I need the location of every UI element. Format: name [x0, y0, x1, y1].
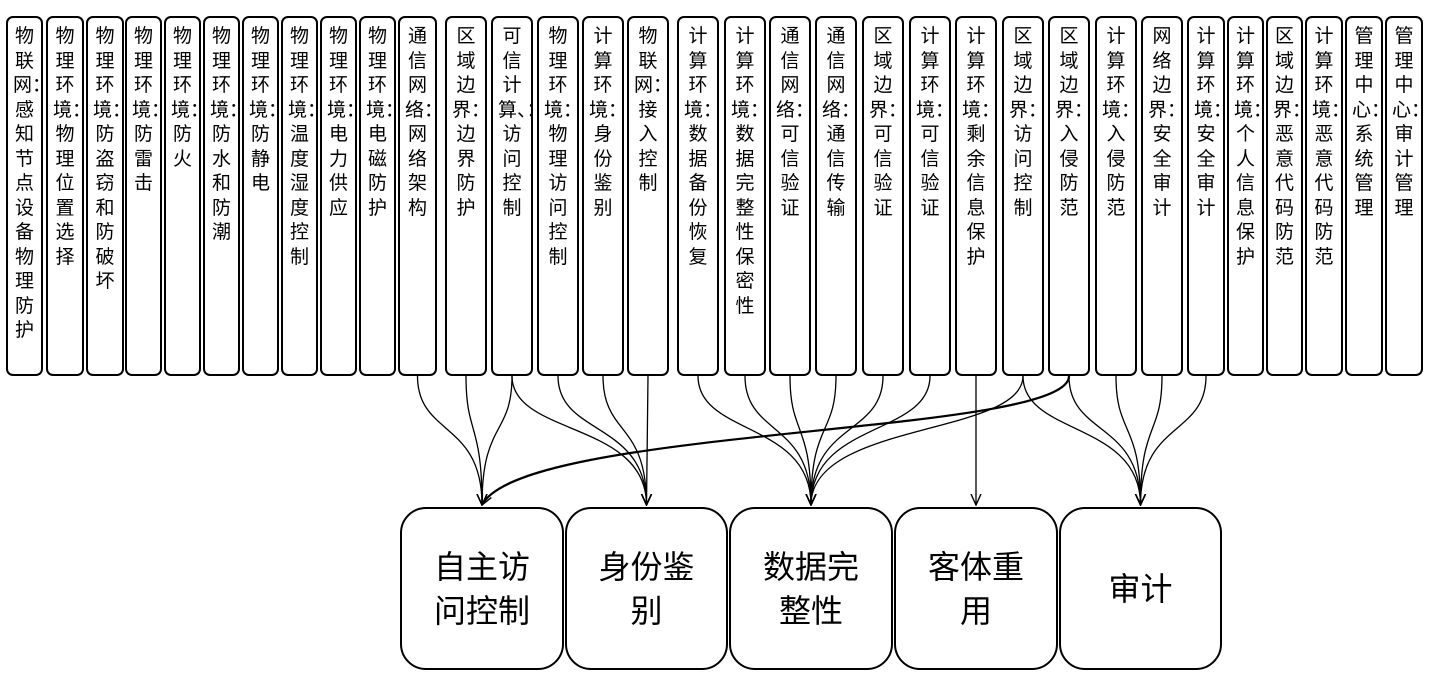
edge-arrow — [811, 375, 1024, 505]
requirement-box: 计算环境：数据完整性保密性 — [724, 16, 770, 376]
edge-arrow — [697, 375, 811, 505]
requirement-box: 计算环境：身份鉴别 — [582, 16, 628, 376]
requirement-label: 计算环境：入侵防范 — [1102, 25, 1141, 219]
requirement-box: 计算环境：可信验证 — [909, 16, 955, 376]
requirement-label: 计算环境：安全审计 — [1194, 25, 1233, 219]
edge-arrow — [1115, 375, 1141, 505]
requirement-label: 计算环境：身份鉴别 — [589, 25, 628, 219]
requirement-box: 计算环境：入侵防范 — [1095, 16, 1141, 376]
requirement-box: 物理环境：防静电 — [242, 16, 288, 376]
edge-arrow — [811, 375, 837, 505]
requirement-label: 物理环境：物理位置选择 — [53, 25, 92, 268]
requirement-label: 物理环境：防火 — [171, 25, 210, 170]
requirement-box: 区域边界：边界防护 — [445, 16, 491, 376]
edge-arrow — [744, 375, 811, 505]
requirement-label: 物理环境：温度湿度控制 — [288, 25, 327, 268]
requirement-label: 区域边界：入侵防范 — [1055, 25, 1094, 219]
target-box: 客体重用 — [894, 507, 1058, 670]
edge-arrow — [557, 375, 647, 505]
edge-arrow — [602, 375, 647, 505]
requirement-label: 计算环境：剩余信息保护 — [962, 25, 1001, 268]
requirement-label: 物理环境：防盗窃和防破坏 — [93, 25, 132, 292]
edge-arrow — [511, 375, 647, 505]
requirement-label: 区域边界：恶意代码防范 — [1273, 25, 1312, 268]
requirement-box: 通信网络：可信验证 — [769, 16, 815, 376]
requirement-label: 计算环境：数据备份恢复 — [684, 25, 723, 268]
requirement-box: 计算环境：安全审计 — [1187, 16, 1233, 376]
edge-arrow — [465, 375, 482, 505]
edge-arrow — [811, 375, 931, 505]
requirement-label: 通信网络：网络架构 — [405, 25, 444, 219]
requirement-label: 区域边界：访问控制 — [1009, 25, 1048, 219]
edge-arrow — [416, 375, 483, 505]
requirement-box: 物理环境：物理访问控制 — [537, 16, 583, 376]
target-box: 身份鉴别 — [565, 507, 728, 670]
requirement-label: 区域边界：可信验证 — [869, 25, 908, 219]
requirement-label: 物理环境：物理访问控制 — [544, 25, 583, 268]
requirement-box: 物理环境：防火 — [164, 16, 210, 376]
requirement-box: 物联网：感知节点设备物理防护 — [6, 16, 52, 376]
requirement-label: 物联网：感知节点设备物理防护 — [13, 25, 52, 341]
requirement-label: 计算环境：恶意代码防范 — [1312, 25, 1351, 268]
edge-arrow — [1141, 375, 1207, 505]
edge-arrow — [1068, 375, 1141, 505]
requirement-label: 物理环境：电磁防护 — [366, 25, 405, 219]
requirement-box: 物理环境：温度湿度控制 — [281, 16, 327, 376]
edge-arrow — [482, 375, 513, 505]
requirement-label: 物理环境：防静电 — [249, 25, 288, 194]
requirement-label: 物理环境：电力供应 — [327, 25, 366, 219]
requirement-box: 区域边界：可信验证 — [862, 16, 908, 376]
requirement-box: 可信计算、：访问控制 — [491, 16, 546, 376]
target-box: 数据完整性 — [729, 507, 893, 670]
edge-arrow — [647, 375, 649, 505]
target-label: 身份鉴别 — [598, 547, 695, 630]
requirement-label: 物联网：接入控制 — [634, 25, 673, 194]
requirement-label: 计算环境：可信验证 — [916, 25, 955, 219]
requirement-box: 通信网络：通信传输 — [815, 16, 861, 376]
requirement-label: 通信网络：可信验证 — [776, 25, 815, 219]
requirement-box: 物理环境：防盗窃和防破坏 — [86, 16, 132, 376]
requirement-box: 管理中心：审计管理 — [1385, 16, 1431, 376]
target-label: 自主访问控制 — [433, 547, 530, 630]
edge-arrow — [1141, 375, 1163, 505]
requirement-box: 管理中心：系统管理 — [1345, 16, 1391, 376]
requirement-label: 区域边界：边界防护 — [452, 25, 491, 219]
target-label: 数据完整性 — [762, 547, 859, 630]
target-label: 客体重用 — [927, 547, 1024, 630]
requirement-box: 物理环境：防水和防潮 — [203, 16, 249, 376]
requirement-box: 计算环境：个人信息保护 — [1227, 16, 1273, 376]
requirement-label: 管理中心：系统管理 — [1352, 25, 1391, 219]
requirement-label: 通信网络：通信传输 — [822, 25, 861, 219]
target-label: 审计 — [1108, 569, 1173, 608]
requirement-box: 区域边界：入侵防范 — [1048, 16, 1094, 376]
edge-arrow — [789, 375, 811, 505]
target-box: 自主访问控制 — [400, 507, 564, 670]
edge-arrow — [1022, 375, 1141, 505]
requirement-box: 物联网：接入控制 — [627, 16, 673, 376]
requirement-label: 管理中心：审计管理 — [1392, 25, 1431, 219]
requirement-box: 计算环境：数据备份恢复 — [677, 16, 723, 376]
requirement-box: 物理环境：电力供应 — [320, 16, 366, 376]
requirement-box: 计算环境：恶意代码防范 — [1305, 16, 1351, 376]
requirement-box: 区域边界：恶意代码防范 — [1266, 16, 1312, 376]
requirement-label: 网络边界：安全审计 — [1148, 25, 1187, 219]
requirement-box: 物理环境：电磁防护 — [359, 16, 405, 376]
edge-arrow — [481, 375, 1071, 505]
requirement-label: 物理环境：防水和防潮 — [210, 25, 249, 243]
requirement-box: 网络边界：安全审计 — [1141, 16, 1187, 376]
requirement-label: 计算环境：个人信息保护 — [1234, 25, 1273, 268]
requirement-box: 物理环境：物理位置选择 — [46, 16, 92, 376]
requirement-label: 可信计算、：访问控制 — [498, 25, 546, 219]
requirement-box: 通信网络：网络架构 — [398, 16, 444, 376]
requirement-label: 物理环境：防雷击 — [132, 25, 171, 194]
edge-arrow — [811, 375, 884, 505]
requirement-box: 计算环境：剩余信息保护 — [955, 16, 1001, 376]
requirement-box: 区域边界：访问控制 — [1002, 16, 1048, 376]
target-box: 审计 — [1059, 507, 1222, 670]
requirement-box: 物理环境：防雷击 — [125, 16, 171, 376]
requirement-label: 计算环境：数据完整性保密性 — [731, 25, 770, 317]
